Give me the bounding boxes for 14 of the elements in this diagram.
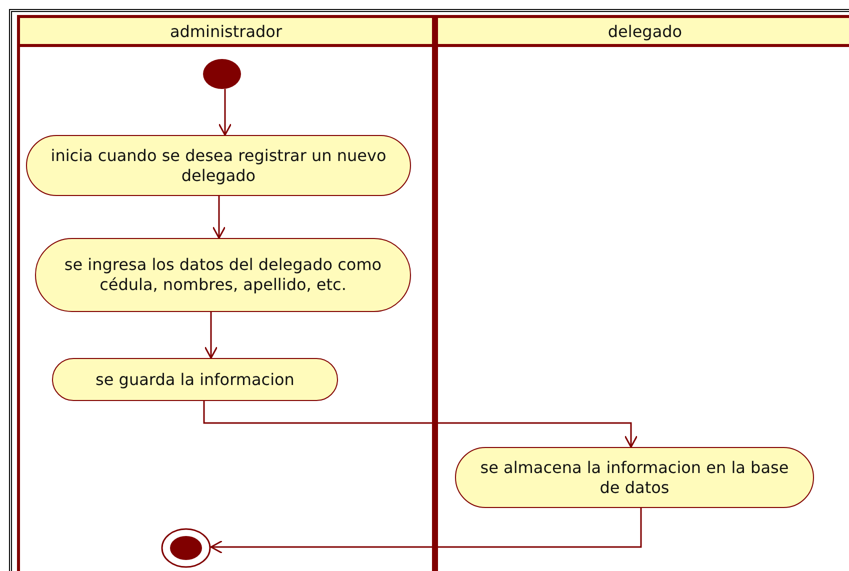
lane-header: delegado: [438, 18, 849, 47]
arrow: [204, 312, 218, 359]
swimlane: [17, 15, 438, 571]
activity-node: inicia cuando se desea registrar un nuevo delegado: [26, 135, 411, 196]
activity-node: se guarda la informacion: [52, 358, 338, 401]
arrow: [218, 89, 232, 136]
activity-node: se almacena la informacion en la base de datos: [455, 447, 814, 508]
final-node: [161, 528, 211, 568]
lane-header: administrador: [20, 18, 432, 47]
arrow: [210, 508, 642, 554]
arrow: [212, 196, 226, 239]
initial-node: [203, 59, 241, 89]
arrow: [203, 401, 638, 448]
activity-node: se ingresa los datos del delegado como cédula, nombres, apellido, etc.: [35, 238, 411, 312]
